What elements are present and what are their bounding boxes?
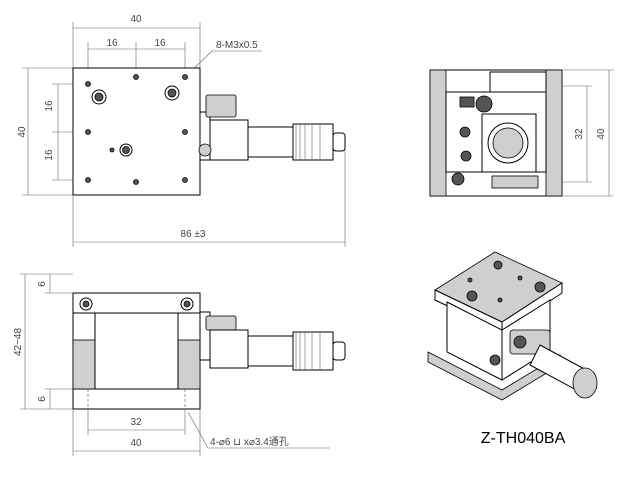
dim-top-16-left: 16 — [106, 38, 118, 49]
model-name: Z-TH040BA — [481, 430, 566, 447]
mounting-holes — [85, 74, 188, 185]
dim-side-40: 40 — [596, 128, 607, 140]
dim-front-6-bottom: 6 — [37, 396, 48, 402]
micrometer-top — [198, 94, 346, 161]
dim-front-height: 42~48 — [13, 328, 24, 357]
dim-front-6-top: 6 — [37, 281, 48, 287]
isometric-view: Z-TH040BA — [427, 251, 598, 447]
dim-top-16-right: 16 — [154, 38, 166, 49]
top-view: 40 16 16 8-M3x0.5 40 16 16 — [17, 14, 346, 247]
dim-front-40: 40 — [130, 438, 142, 449]
dim-side-32: 32 — [574, 128, 585, 140]
dim-top-width: 40 — [130, 14, 142, 25]
dim-overall-length: 86 ±3 — [181, 229, 206, 240]
front-view: 42~48 6 6 32 40 4-⌀6 ⊔ x⌀3.4通孔 — [13, 273, 346, 456]
dim-left-40: 40 — [17, 126, 28, 138]
dim-left-16-b: 16 — [44, 149, 55, 161]
hole-callout: 4-⌀6 ⊔ x⌀3.4通孔 — [210, 436, 289, 448]
dim-left-16-a: 16 — [44, 100, 55, 112]
thread-callout: 8-M3x0.5 — [216, 40, 258, 51]
dim-front-32: 32 — [130, 417, 142, 428]
side-view: 32 40 — [429, 69, 614, 197]
